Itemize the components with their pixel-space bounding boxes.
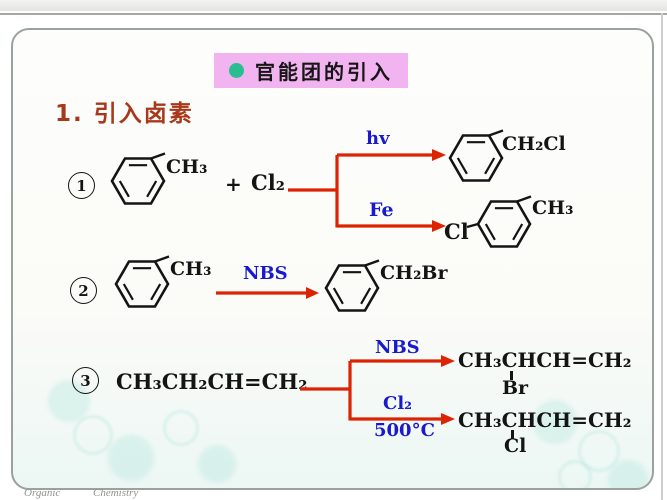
slide-body	[11, 28, 654, 490]
product-cl-prefix: Cl	[444, 219, 469, 244]
benzene-ring	[310, 256, 400, 320]
condition-nbs-label: NBS	[375, 337, 420, 358]
slide-title-badge: 官能团的引入	[214, 53, 408, 88]
reaction-3-number: 3	[72, 367, 99, 394]
window-right-border	[661, 13, 663, 500]
condition-cl2-label: Cl₂	[383, 393, 413, 414]
branch-arrows-reaction-3	[300, 355, 455, 425]
molecule-watermark	[608, 460, 648, 488]
footer-chemistry-text: Chemistry	[93, 487, 139, 499]
footer-organic-text: Organic	[24, 487, 61, 499]
benzene-ring	[96, 149, 186, 213]
molecule-watermark	[108, 435, 154, 481]
c-cl-bond	[511, 430, 514, 439]
molecule-watermark	[73, 415, 113, 455]
molecule-watermark	[198, 445, 236, 483]
section-heading: 1. 引入卤素	[55, 101, 194, 127]
methyl-group-label: CH₃	[166, 156, 208, 178]
condition-hv-label: hv	[366, 128, 390, 149]
product-chlorobutene-label: CH₃CHCH=CH₂	[458, 408, 632, 432]
cl-substituent-label: Cl	[504, 435, 527, 457]
product-ch3-label: CH₃	[532, 197, 574, 219]
molecule-watermark	[558, 460, 592, 488]
window-top-bar	[0, 0, 667, 11]
plus-sign: +	[225, 172, 242, 196]
product-ch2cl-label: CH₂Cl	[502, 133, 566, 155]
benzene-ring	[434, 126, 524, 190]
methyl-group-label: CH₃	[170, 258, 212, 280]
br-substituent-label: Br	[502, 377, 529, 399]
molecule-watermark	[533, 400, 577, 444]
benzene-ring	[100, 252, 190, 316]
benzene-ring	[462, 192, 552, 256]
product-ch2br-label: CH₂Br	[380, 262, 448, 284]
condition-temp-label: 500°C	[374, 420, 435, 441]
molecule-watermark	[163, 410, 199, 446]
slide-title: 官能团的引入	[255, 60, 393, 84]
product-bromobutene-label: CH₃CHCH=CH₂	[458, 348, 632, 372]
reaction-1-number: 1	[68, 172, 95, 199]
chlorine-reagent-label: Cl₂	[251, 170, 285, 195]
green-bullet-icon	[229, 63, 244, 78]
branch-arrows-reaction-1	[288, 149, 446, 232]
condition-nbs-label: NBS	[243, 263, 288, 284]
molecule-watermark	[578, 430, 620, 472]
arrow-reaction-2	[216, 287, 319, 299]
condition-fe-label: Fe	[369, 199, 394, 221]
butene-reactant-label: CH₃CH₂CH=CH₂	[116, 369, 308, 394]
reaction-2-number: 2	[70, 277, 97, 304]
c-br-bond	[510, 371, 513, 380]
window-top-divider	[0, 13, 667, 15]
